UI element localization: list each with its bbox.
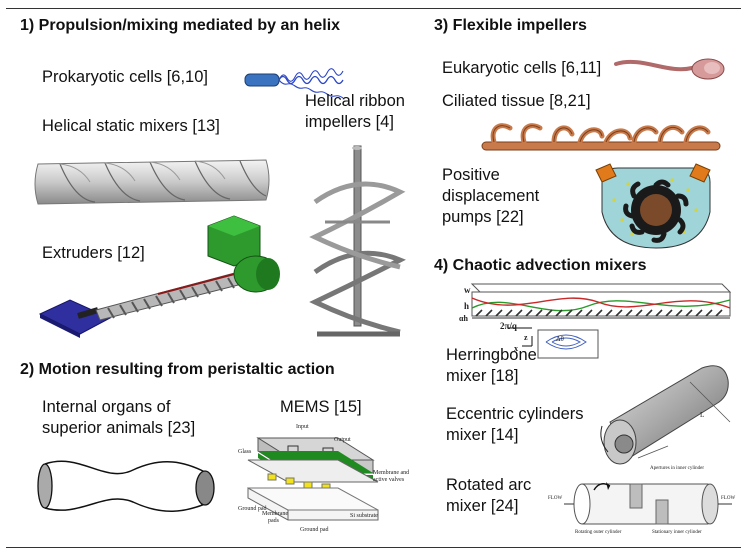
mems-membrane-pads-label-1: Membrane	[262, 511, 288, 517]
section4-title: 4) Chaotic advection mixers	[434, 257, 647, 274]
extruders-label: Extruders [12]	[42, 244, 145, 262]
herringbone-alpha-h-label: αh	[459, 314, 468, 323]
herringbone-h-label: h	[464, 301, 470, 311]
rotated-arc-label-2: mixer [24]	[446, 497, 519, 515]
extruder-illustration	[38, 215, 280, 338]
top-rule	[6, 8, 741, 9]
flexible-impeller-pump-illustration	[595, 163, 711, 249]
herringbone-w-label: w	[464, 285, 471, 295]
section2-title: 2) Motion resulting from peristaltic act…	[20, 361, 335, 378]
pumps-label-3: pumps [22]	[442, 208, 524, 226]
herringbone-wavelength-label: 2π/q	[500, 321, 517, 331]
eccentric-cylinders-illustration	[600, 365, 731, 465]
eccentric-label-1: Eccentric cylinders	[446, 405, 584, 423]
mems-pump-illustration	[247, 437, 379, 521]
rotated-flow-left-label: FLOW	[548, 496, 563, 501]
static-mixer-illustration	[34, 159, 270, 205]
mems-glass-label: Glass	[238, 449, 252, 455]
mems-input-label: Input	[296, 424, 309, 430]
mems-ground-pad-bottom-label: Ground pad	[300, 527, 329, 533]
organs-label-1: Internal organs of	[42, 398, 171, 416]
ciliated-label: Ciliated tissue [8,21]	[442, 92, 591, 110]
herringbone-label-2: mixer [18]	[446, 367, 519, 385]
mems-membrane-valves-label-2: active valves	[373, 477, 405, 483]
ribbon-impellers-label-2: impellers [4]	[305, 113, 394, 131]
ribbon-impellers-label-1: Helical ribbon	[305, 92, 405, 110]
eccentric-l-label: L	[700, 411, 705, 419]
rotated-apertures-label: Apertures in inner cylinder	[650, 466, 705, 471]
rotated-inner-label: Stationary inner cylinder	[652, 530, 702, 535]
ciliated-tissue-illustration	[481, 123, 721, 151]
eukaryotic-label: Eukaryotic cells [6,11]	[442, 59, 602, 77]
static-mixers-label: Helical static mixers [13]	[42, 117, 220, 135]
rotated-outer-label: Rotating outer cylinder	[575, 530, 622, 535]
sperm-cell-illustration	[614, 58, 725, 80]
prokaryotic-cell-illustration	[244, 68, 344, 99]
pumps-label-2: displacement	[442, 187, 540, 205]
rotated-arc-label-1: Rotated arc	[446, 476, 532, 494]
mems-membrane-valves-label-1: Membrane and	[373, 470, 410, 476]
section1-title: 1) Propulsion/mixing mediated by an heli…	[20, 17, 341, 34]
pumps-label-1: Positive	[442, 166, 500, 184]
bottom-rule	[6, 547, 741, 548]
herringbone-z-label: z	[524, 333, 528, 342]
mems-label: MEMS [15]	[280, 398, 362, 416]
eccentric-label-2: mixer [14]	[446, 426, 519, 444]
prokaryotic-label: Prokaryotic cells [6,10]	[42, 68, 208, 86]
mems-membrane-pads-label-2: pads	[268, 518, 279, 524]
mems-output-label: Output	[334, 437, 351, 443]
section3-title: 3) Flexible impellers	[434, 17, 587, 34]
organs-label-2: superior animals [23]	[42, 419, 196, 437]
rotated-flow-right-label: FLOW	[721, 496, 736, 501]
herringbone-x-label: x	[514, 344, 518, 353]
herringbone-label-1: Herringbone	[446, 346, 537, 364]
herringbone-delta-label: Δθ	[556, 335, 564, 343]
herringbone-mixer-illustration	[470, 283, 732, 359]
helical-ribbon-impeller-illustration	[309, 145, 406, 337]
rotated-arc-mixer-illustration	[564, 482, 732, 525]
peristaltic-organ-illustration	[37, 460, 215, 512]
mems-si-substrate-label: Si substrate	[350, 513, 378, 519]
mems-ground-pad-left-label: Ground pad	[238, 506, 267, 512]
